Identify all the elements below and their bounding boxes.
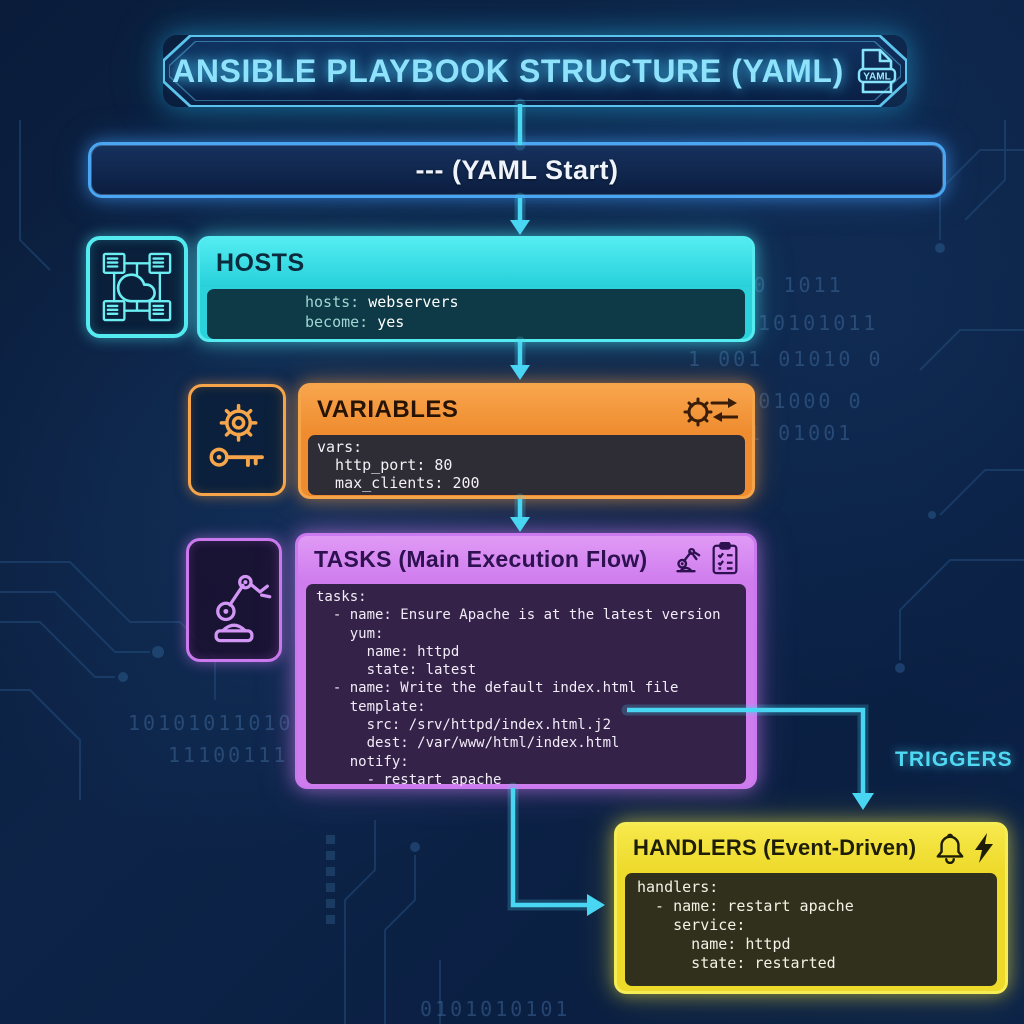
code-line: - name: restart apache xyxy=(637,897,854,915)
hosts-header: HOSTS xyxy=(200,239,752,287)
code-line: state: restarted xyxy=(637,954,836,972)
code-line: template: xyxy=(316,698,426,715)
code-line: state: latest xyxy=(316,662,477,679)
code-line: max_clients: 200 xyxy=(317,474,480,492)
code-line: notify: xyxy=(316,753,409,770)
page-title: ANSIBLE PLAYBOOK STRUCTURE (YAML) xyxy=(172,52,844,89)
gear-sync-icon xyxy=(683,397,738,426)
triggers-label: TRIGGERS xyxy=(895,748,1013,771)
code-line: vars: xyxy=(317,438,363,456)
svg-text:0101010101: 0101010101 xyxy=(420,997,570,1021)
svg-text:1 001 01010 0: 1 001 01010 0 xyxy=(688,347,884,371)
network-cloud-icon xyxy=(102,252,172,322)
handlers-title: HANDLERS (Event-Driven) xyxy=(633,835,917,860)
checklist-clipboard-icon xyxy=(712,542,738,575)
handlers-node: HANDLERS (Event-Driven) handlers: - name… xyxy=(614,822,1008,994)
yaml-start-label: --- (YAML Start) xyxy=(415,154,619,185)
code-line: tasks: xyxy=(316,589,367,605)
code-line: dest: /var/www/html/index.html xyxy=(316,735,620,752)
tasks-title: TASKS (Main Execution Flow) xyxy=(314,545,648,572)
hosts-node: HOSTS hosts: webservers become: yes xyxy=(197,236,755,342)
tasks-code-block: tasks: - name: Ensure Apache is at the l… xyxy=(306,584,746,786)
lightning-bolt-icon xyxy=(975,833,993,863)
svg-text:10101011: 10101011 xyxy=(758,311,878,335)
gear-key-icon xyxy=(209,403,264,467)
code-line: - name: Ensure Apache is at the latest v… xyxy=(316,607,721,624)
code-line: - name: Write the default index.html fil… xyxy=(316,680,679,697)
title-banner: ANSIBLE PLAYBOOK STRUCTURE (YAML) YAML xyxy=(163,35,907,107)
handlers-header: HANDLERS (Event-Driven) xyxy=(617,825,1005,871)
bell-icon xyxy=(936,833,964,864)
variables-title: VARIABLES xyxy=(317,395,459,423)
variables-header: VARIABLES xyxy=(301,386,752,433)
code-line: - restart apache xyxy=(316,771,502,788)
code-line: become: yes xyxy=(305,313,405,331)
code-line: http_port: 80 xyxy=(317,456,453,474)
variables-node: VARIABLES vars: http_port: 80 max_client… xyxy=(298,383,755,499)
robot-arm-icon xyxy=(214,574,272,643)
code-line: name: httpd xyxy=(316,643,460,660)
circuit-traces xyxy=(0,120,1024,1024)
code-line: yum: xyxy=(316,625,384,642)
code-line: name: httpd xyxy=(637,935,791,953)
hosts-icon-box xyxy=(86,236,188,338)
svg-text:10101011010: 10101011010 xyxy=(128,711,293,735)
title-frame-inner-fill xyxy=(170,42,900,100)
code-line: service: xyxy=(637,916,746,934)
yaml-start-node: --- (YAML Start) xyxy=(88,142,946,198)
tasks-header: TASKS (Main Execution Flow) xyxy=(298,536,754,582)
svg-text:11100111: 11100111 xyxy=(168,743,288,767)
svg-text:1 01001: 1 01001 xyxy=(748,421,853,445)
hosts-title: HOSTS xyxy=(216,248,305,277)
circuit-nodes xyxy=(118,243,945,852)
tasks-icon-box xyxy=(186,538,282,662)
code-line: handlers: xyxy=(637,878,719,896)
mini-robot-arm-icon xyxy=(676,547,701,573)
yaml-file-icon: YAML xyxy=(857,48,897,94)
variables-code-block: vars: http_port: 80 max_clients: 200 xyxy=(308,435,745,495)
handlers-code-block: handlers: - name: restart apache service… xyxy=(625,873,997,986)
variables-icon-box xyxy=(188,384,286,496)
svg-text:YAML: YAML xyxy=(863,72,890,83)
tasks-node: TASKS (Main Execution Flow) xyxy=(295,533,757,789)
code-line: hosts: webservers xyxy=(305,293,459,311)
code-line: src: /srv/httpd/index.html.j2 xyxy=(316,717,612,734)
circuit-pads xyxy=(326,835,335,924)
hosts-code-block: hosts: webservers become: yes xyxy=(207,289,745,339)
